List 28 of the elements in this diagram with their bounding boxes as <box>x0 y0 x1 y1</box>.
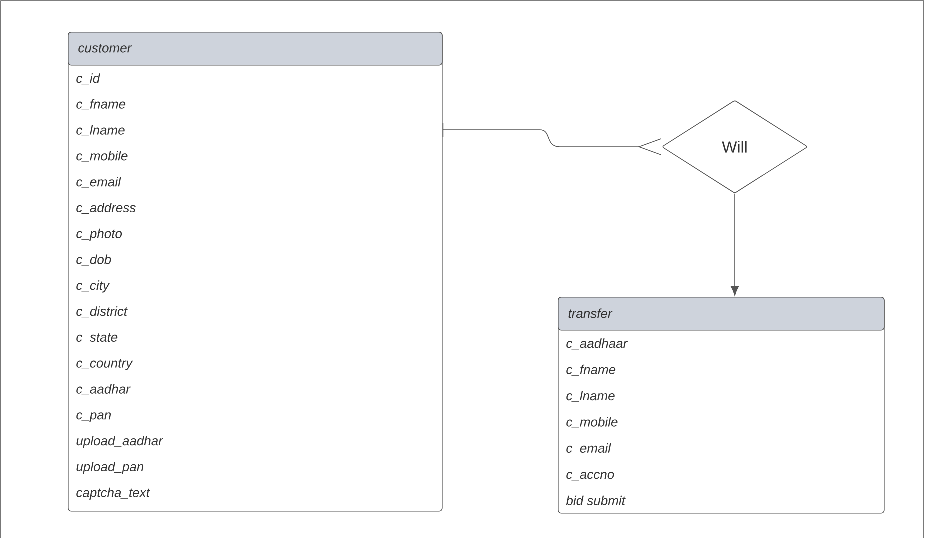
attribute-row: c_lname <box>76 125 125 136</box>
attribute-row: c_id <box>76 74 100 85</box>
attribute-row: c_mobile <box>76 151 128 162</box>
attribute-row: c_fname <box>76 99 126 110</box>
attribute-row: c_address <box>76 202 136 214</box>
attribute-row: c_aadhaar <box>566 338 628 350</box>
attribute-row: c_photo <box>76 228 122 241</box>
attribute-row: c_email <box>566 443 612 454</box>
attribute-row: c_lname <box>566 391 615 402</box>
attribute-row: c_fname <box>566 364 616 376</box>
attribute-row: captcha_text <box>76 488 150 500</box>
attribute-row: upload_pan <box>76 462 144 474</box>
attribute-row: c_accno <box>566 472 614 481</box>
attribute-row: c_mobile <box>566 417 618 428</box>
attribute-row: c_dob <box>76 254 112 266</box>
attribute-row: c_country <box>76 359 134 370</box>
attribute-row: upload_aadhar <box>76 436 164 448</box>
attribute-row: c_city <box>76 280 110 293</box>
attribute-row: c_aadhar <box>76 384 131 396</box>
arrow <box>730 194 740 296</box>
attribute-row: c_state <box>76 334 118 344</box>
attribute-row: c_email <box>76 177 122 188</box>
entity-header: customer <box>68 32 443 66</box>
attribute-row: bid submit <box>566 496 626 506</box>
entity-header: transfer <box>558 297 885 331</box>
attribute-row: c_district <box>76 306 128 318</box>
attribute-row: c_pan <box>76 412 112 422</box>
relationship-line <box>442 122 662 156</box>
